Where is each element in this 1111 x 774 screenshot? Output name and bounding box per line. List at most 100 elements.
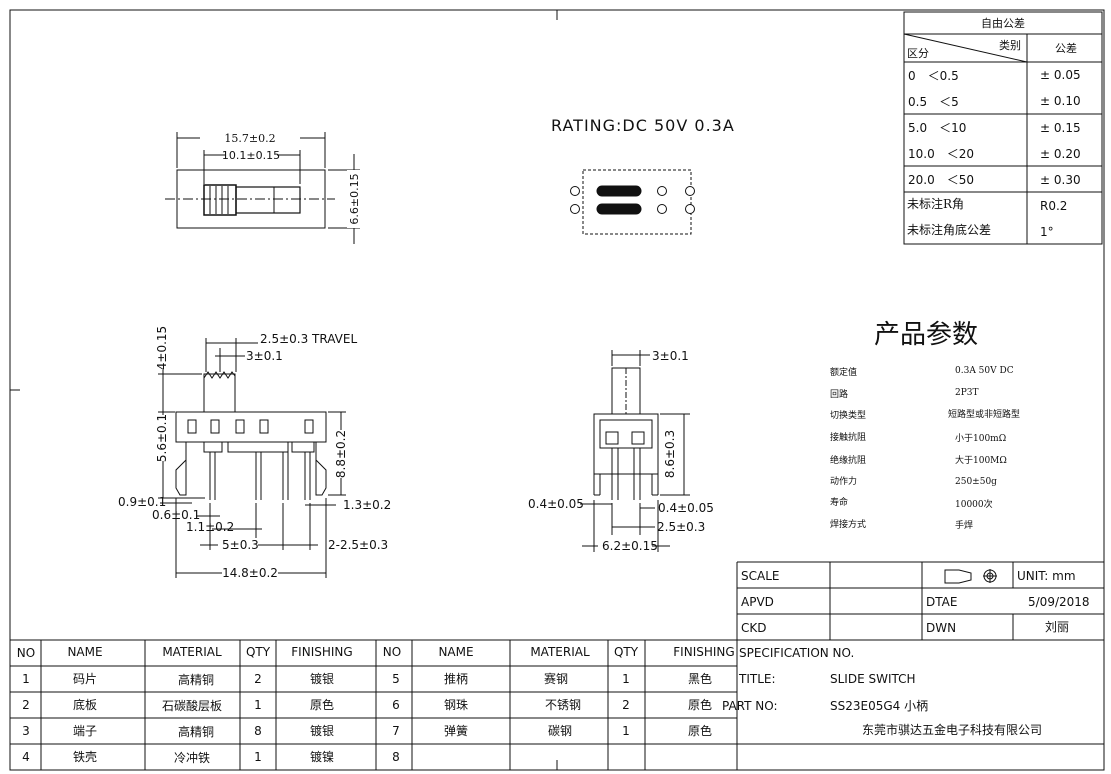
dim-side-04b: 0.4±0.05: [658, 501, 714, 515]
bom-cell: 镀银: [310, 672, 334, 686]
tol-value: ± 0.10: [1040, 94, 1081, 108]
bom-header: QTY: [614, 645, 639, 659]
dim-front-5: 5±0.3: [222, 538, 259, 552]
bom-header: NO: [17, 646, 35, 660]
bom-header: MATERIAL: [530, 645, 590, 659]
bom-header: MATERIAL: [162, 645, 222, 659]
params-title: 产品参数: [874, 320, 978, 350]
param-key: 接触抗阻: [830, 431, 866, 443]
bom-cell: 1: [622, 724, 630, 738]
front-view: [158, 330, 346, 578]
title-value: SLIDE SWITCH: [830, 672, 916, 686]
bom-cell: 弹簧: [444, 723, 468, 738]
bom-cell: 码片: [73, 672, 97, 686]
bom-header: NAME: [438, 645, 473, 659]
bom-cell: 高精铜: [178, 672, 214, 687]
bom-cell: 石碳酸层板: [162, 698, 222, 713]
param-key: 动作力: [830, 475, 857, 487]
tol-range: 未标注角底公差: [907, 222, 991, 237]
param-value: 大于100MΩ: [955, 454, 1007, 466]
dwn-label: DWN: [926, 621, 956, 635]
tolerance-col-category: 类别: [999, 38, 1021, 52]
bom-cell: 原色: [688, 698, 712, 712]
bom-cell: 铁壳: [73, 750, 97, 764]
bom-cell: 高精铜: [178, 724, 214, 739]
param-key: 回路: [830, 388, 848, 400]
dwn-value: 刘丽: [1045, 620, 1069, 634]
bom-cell: 4: [22, 750, 30, 764]
bom-cell: 2: [622, 698, 630, 712]
bom-cell: 3: [22, 724, 30, 738]
bom-cell: 7: [392, 724, 400, 738]
title-block: [736, 561, 1104, 770]
dim-front-3: 3±0.1: [246, 349, 283, 363]
param-value: 10000次: [955, 498, 993, 510]
dim-side-86: 8.6±0.3: [663, 430, 677, 478]
bom-cell: 2: [254, 672, 262, 686]
bom-cell: 碳钢: [548, 724, 572, 738]
bom-header: QTY: [246, 645, 271, 659]
bom-cell: 原色: [688, 724, 712, 738]
tol-range: 10.0 ＜20: [908, 147, 974, 161]
tolerance-col-tol: 公差: [1055, 41, 1077, 55]
circuit-schematic: [570, 169, 695, 235]
params-list: 额定值 0.3A 50V DC 回路 2P3T 切换类型 短路型或非短路型 接触…: [830, 366, 1020, 531]
param-key: 额定值: [830, 366, 857, 378]
bom-cell: 不锈钢: [545, 698, 581, 712]
unit-label: UNIT: mm: [1017, 569, 1076, 583]
apvd-label: APVD: [741, 595, 774, 609]
tol-range: 0.5 ＜5: [908, 95, 959, 109]
bom-cell: 黑色: [688, 672, 712, 686]
param-value: 手焊: [955, 519, 973, 531]
tol-range: 0 ＜0.5: [908, 69, 959, 83]
title-label: TITLE:: [738, 672, 776, 686]
dim-side-25: 2.5±0.3: [657, 520, 705, 534]
bom-cell: 1: [254, 698, 262, 712]
dim-travel: 2.5±0.3 TRAVEL: [260, 332, 357, 346]
dim-side-04a: 0.4±0.05: [528, 497, 584, 511]
param-value: 250±50g: [955, 477, 997, 487]
dim-front-11: 1.1±0.2: [186, 520, 234, 534]
date-value: 5/09/2018: [1028, 595, 1090, 609]
param-value: 小于100mΩ: [955, 433, 1006, 444]
bom-cell: 端子: [73, 724, 97, 738]
tol-value: 1°: [1040, 225, 1054, 239]
bom-cell: 1: [22, 672, 30, 686]
spec-label: SPECIFICATION NO.: [739, 646, 854, 660]
partno-label: PART NO:: [722, 699, 778, 713]
bom-cell: 5: [392, 672, 400, 686]
dim-top-overall: 15.7±0.2: [224, 132, 275, 145]
tolerance-title: 自由公差: [981, 16, 1025, 30]
partno-value: SS23E05G4 小柄: [830, 699, 928, 713]
tol-value: ± 0.15: [1040, 121, 1081, 135]
company-name: 东莞市骐达五金电子科技有限公司: [862, 722, 1042, 737]
ckd-label: CKD: [741, 621, 767, 635]
dim-front-06: 0.6±0.1: [152, 508, 200, 522]
dim-side-3: 3±0.1: [652, 349, 689, 363]
tol-range: 20.0 ＜50: [908, 173, 974, 187]
dim-front-56: 5.6±0.1: [155, 414, 169, 462]
param-value: 0.3A 50V DC: [955, 366, 1014, 376]
bom-cell: 镀银: [310, 724, 334, 738]
param-key: 焊接方式: [830, 518, 866, 530]
tolerance-table: 自由公差 类别 区分 公差 0 ＜0.5 ± 0.05 0.5 ＜5 ± 0.1…: [903, 11, 1103, 245]
bom-table: NO NAME MATERIAL QTY FINISHING NO NAME M…: [17, 645, 735, 765]
rating-label: RATING:DC 50V 0.3A: [551, 116, 735, 135]
bom-cell: 冷冲铁: [174, 750, 210, 765]
dim-front-4: 4±0.15: [155, 326, 169, 370]
bom-cell: 原色: [310, 698, 334, 712]
date-label: DTAE: [926, 595, 957, 609]
param-key: 寿命: [830, 496, 848, 508]
dim-front-225: 2-2.5±0.3: [328, 538, 388, 552]
bom-cell: 底板: [73, 697, 97, 712]
bom-cell: 8: [392, 750, 400, 764]
side-view: [580, 350, 690, 552]
bom-cell: 镀镍: [310, 750, 334, 764]
bom-header: NAME: [67, 645, 102, 659]
param-key: 切换类型: [830, 409, 866, 421]
bom-cell: 推柄: [444, 672, 468, 686]
param-value: 2P3T: [955, 388, 979, 398]
bom-cell: 2: [22, 698, 30, 712]
dim-front-09: 0.9±0.1: [118, 495, 166, 509]
